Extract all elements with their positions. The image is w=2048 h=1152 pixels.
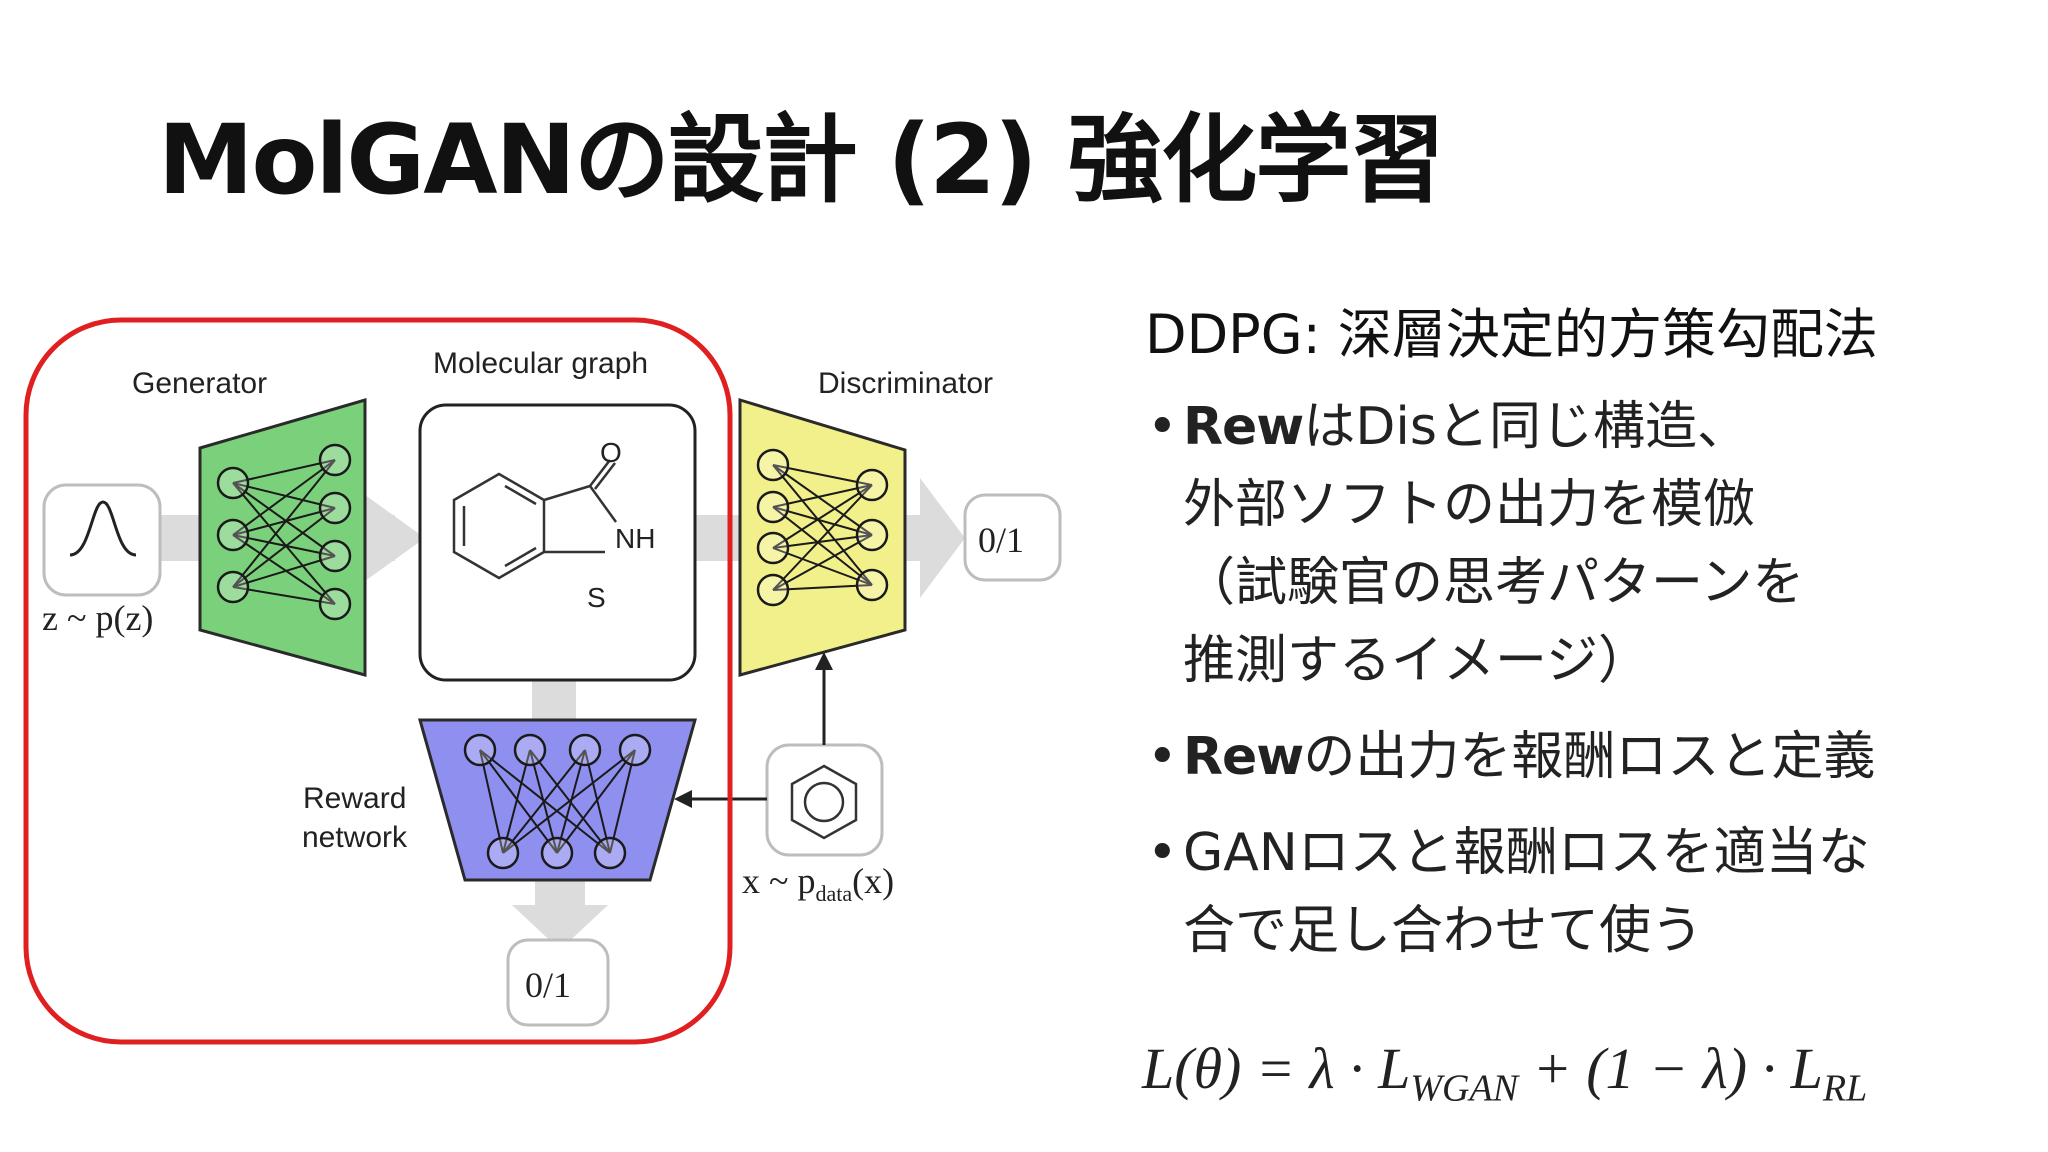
generator-edge [232,459,336,536]
generator-node [318,539,352,573]
reward-edge [556,749,636,854]
noise-label: z ~ p(z) [42,598,153,638]
saccharin-molecule [452,459,618,580]
generator-edge [232,482,336,509]
reward-label-line2: network [302,821,408,854]
bullet-reward-structure: RewはDisと同じ構造、 外部ソフトの出力を模倣 （試験官の思考パターンを 推… [1145,388,2025,700]
reward-edge [502,749,636,854]
generator-edge [232,534,336,557]
molecular-graph-box [418,403,697,682]
reward-edge [479,749,504,854]
generator-node [318,443,352,477]
discriminator-edge [772,506,873,586]
reward-output: 0/1 [525,965,571,1005]
reward-neurons [463,733,652,870]
slide-title: MolGANの設計 (2) 強化学習 [158,104,1445,216]
reward-label-line1: Reward [303,782,406,815]
generator-node [318,491,352,525]
discriminator-edge [772,506,873,536]
reward-node [540,836,574,870]
generator-edge [232,534,336,605]
discriminator-edge [772,547,873,586]
benzene-icon [790,764,858,840]
discriminator-output: 0/1 [978,520,1024,560]
carbonyl-bond [543,484,591,502]
discriminator-node [855,468,889,502]
discriminator-edge [772,584,873,591]
reward-node [463,733,497,767]
arrow-reward-to-output [512,905,608,950]
arrow-generator-to-graph [365,495,425,581]
discriminator-neurons [756,448,889,607]
discriminator-edge [772,534,873,549]
reward-node [513,733,547,767]
discriminator-edge [772,534,873,591]
rl-highlight-frame [23,317,733,1045]
reward-node [568,733,602,767]
generator-neurons [216,443,352,621]
loss-formula: L(θ) = λ · LWGAN + (1 − λ) · LRL [1142,1036,1868,1110]
generator-edge [232,586,336,605]
discriminator-edge [772,484,873,508]
explanation-panel: DDPG: 深層決定的方策勾配法 RewはDisと同じ構造、 外部ソフトの出力を… [1145,300,2025,988]
generator-edge [232,507,336,536]
reward-node [618,733,652,767]
generator-node [216,466,250,500]
flow-arrows [160,478,965,950]
molecular-graph-label: Molecular graph [433,347,648,380]
reward-edge [479,749,558,854]
generator-edge [232,482,336,557]
gaussian-icon [69,500,137,557]
discriminator-node [756,531,790,565]
arrow-graph-to-reward [532,680,576,720]
nh-group: NH [615,523,655,554]
bullet-reward-loss: Rewの出力を報酬ロスと定義 [1145,718,2025,796]
data-label: x ~ pdata(x) [742,861,894,906]
ddpg-heading: DDPG: 深層決定的方策勾配法 [1145,303,1878,366]
reward-node [593,836,627,870]
generator-node [318,587,352,621]
noise-box [42,483,162,597]
discriminator-edge [772,464,873,486]
discriminator-label: Discriminator [818,367,993,400]
generator-node [216,518,250,552]
generator-edge [232,459,336,588]
reward-output-box [506,938,610,1027]
generator-label: Generator [132,367,267,400]
bullet-combined-loss: GANロスと報酬ロスを適当な 合で足し合わせて使う [1145,814,2025,970]
reward-edge [609,749,636,854]
oxygen-atom: O [600,437,622,468]
bullet-list: RewはDisと同じ構造、 外部ソフトの出力を模倣 （試験官の思考パターンを 推… [1145,388,2025,970]
discriminator-node [756,573,790,607]
molgan-diagram: z ~ p(z) Generator Molecular graph O NH … [23,317,1062,1045]
discriminator-edge [772,464,873,536]
discriminator-node [855,518,889,552]
discriminator-edge [772,464,873,586]
discriminator-edge [772,484,873,549]
reward-edge [584,749,611,854]
sulfur-atom: S [587,582,606,613]
generator-edge [232,555,336,588]
generator-node [216,570,250,604]
generator-edge [232,482,336,605]
generator-edge [232,459,336,484]
reward-edge [502,749,531,854]
discriminator-node [756,490,790,524]
arrow-discriminator-to-output [920,478,965,598]
discriminator-output-box [963,493,1062,582]
reward-node [486,836,520,870]
thin-arrows [674,652,833,808]
discriminator-node [756,448,790,482]
arrow-graph-to-discriminator [695,515,745,561]
reward-edge [502,749,586,854]
reward-edge [556,749,586,854]
generator-edge [232,507,336,588]
discriminator-edge [772,484,873,591]
discriminator-node [855,568,889,602]
